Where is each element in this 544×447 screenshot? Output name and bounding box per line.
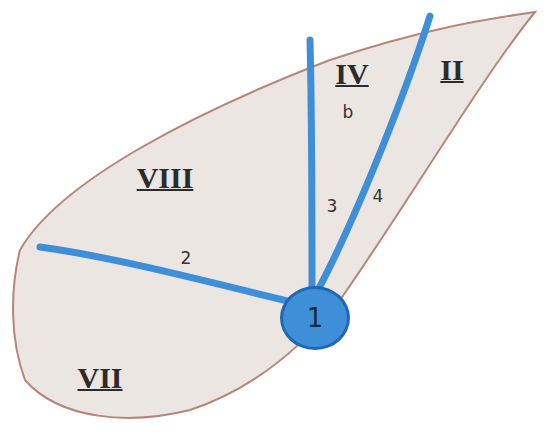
- segment-label: VII: [77, 361, 122, 395]
- segment-label: II: [440, 53, 463, 87]
- segment-label: VIII: [137, 161, 194, 195]
- right-hepatic-vein: [40, 247, 292, 302]
- segment-label: IV: [335, 57, 368, 91]
- vena-cava-circle: 1: [280, 286, 350, 350]
- callout-number: 4: [373, 186, 384, 206]
- callout-number: 3: [327, 196, 338, 216]
- liver-outline: [13, 12, 535, 418]
- letter-label: b: [343, 102, 354, 122]
- callout-number: 1: [307, 303, 324, 333]
- left-hepatic-vein: [318, 16, 430, 290]
- middle-hepatic-vein: [310, 40, 312, 290]
- callout-number: 2: [181, 248, 192, 268]
